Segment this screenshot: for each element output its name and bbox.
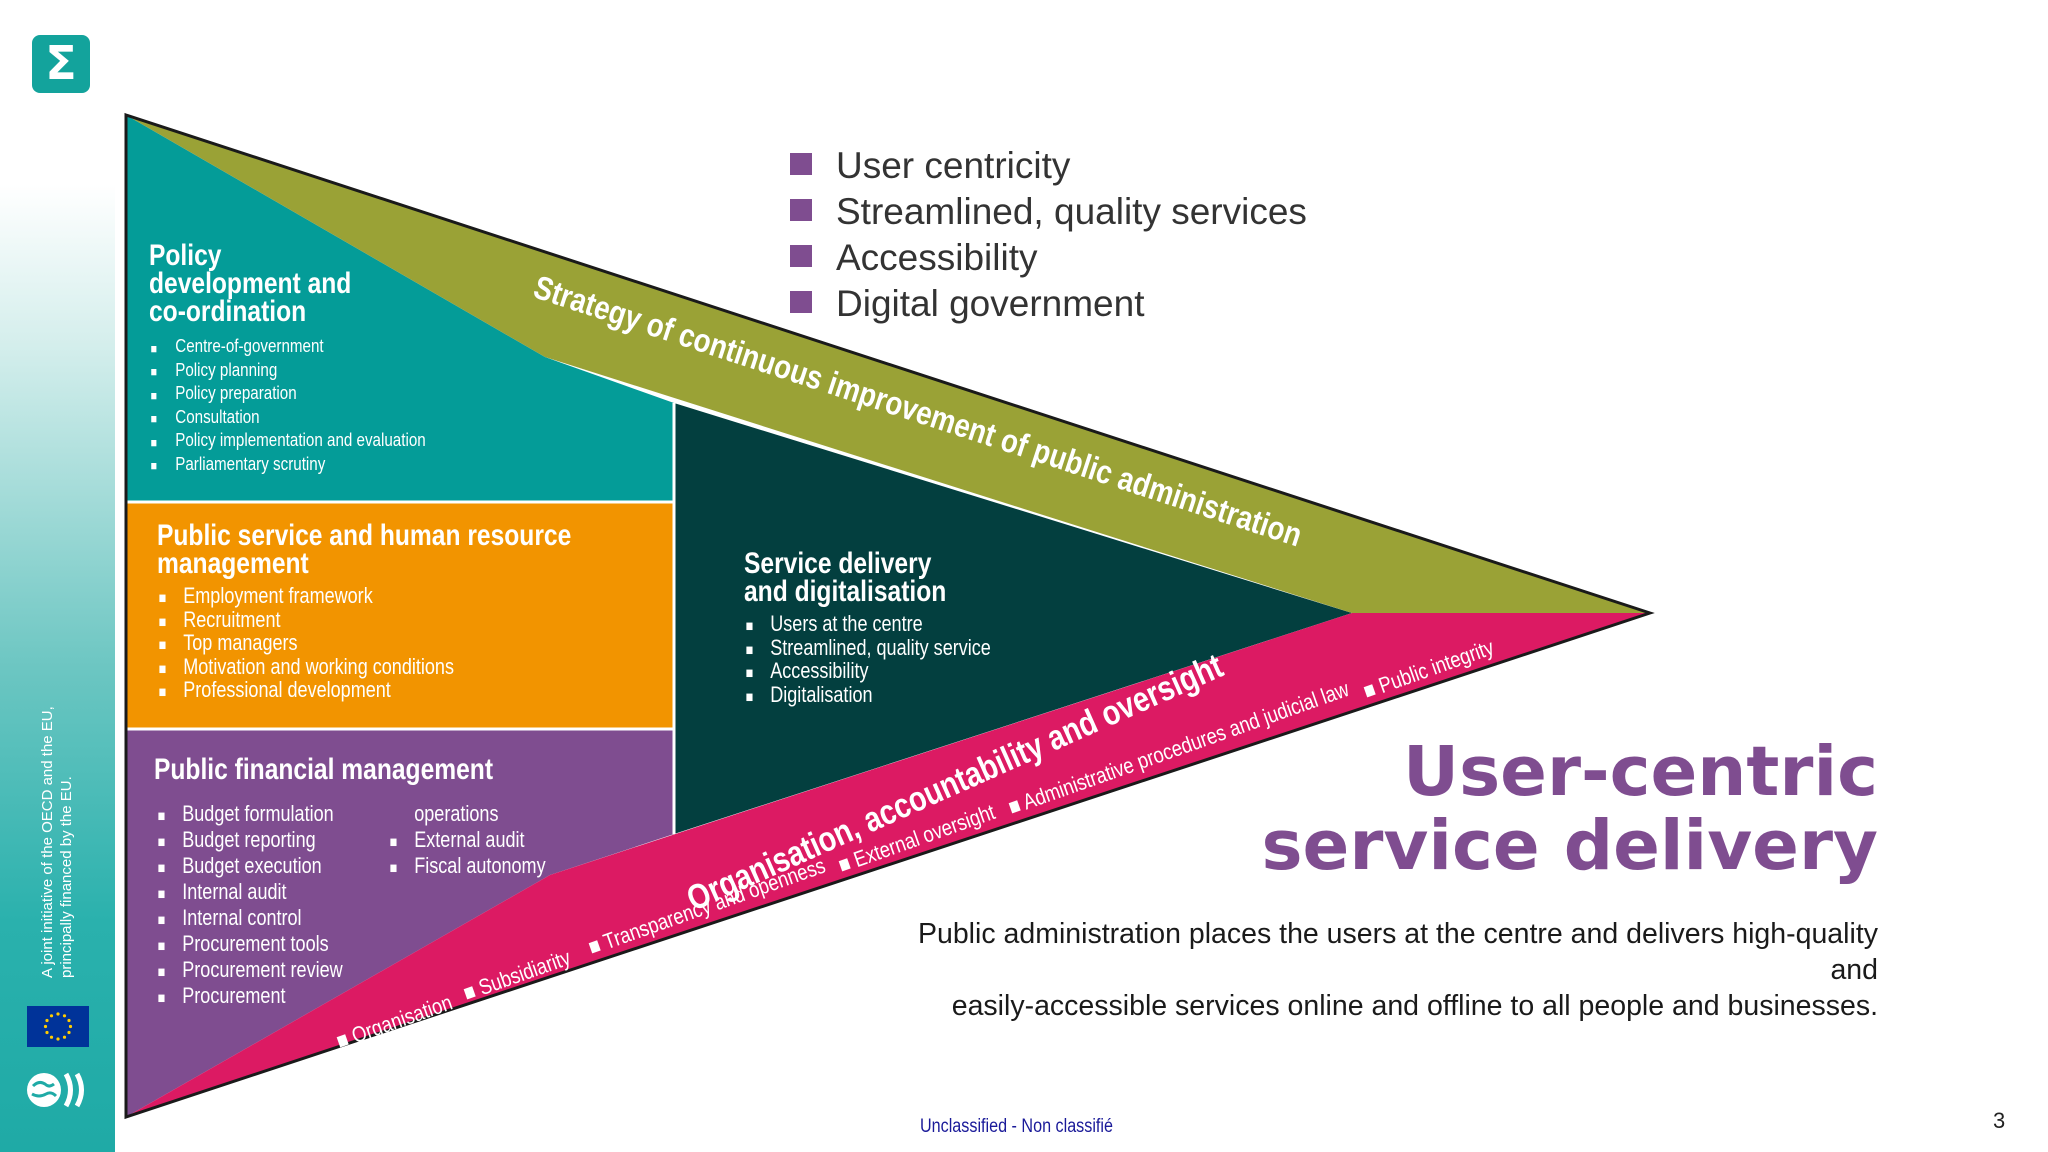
list-item: Budget formulation — [156, 801, 343, 830]
hr-title-line: management — [157, 547, 309, 580]
hr-title: Public service and human resource manage… — [157, 519, 572, 580]
list-item: Policy preparation — [149, 381, 426, 407]
list-item: Policy planning — [149, 358, 426, 384]
pfm-column-2: operations External audit Fiscal autonom… — [388, 801, 546, 882]
service-title: Service delivery and digitalisation — [744, 547, 991, 608]
policy-items: Centre-of-government Policy planning Pol… — [149, 334, 426, 478]
list-item: Policy implementation and evaluation — [149, 428, 426, 454]
page-number: 3 — [1993, 1108, 2006, 1133]
pfm-items-column-1: Budget formulation Budget reporting Budg… — [156, 801, 343, 1012]
policy-title-line: development and — [149, 267, 352, 300]
list-item: Recruitment — [157, 607, 571, 633]
list-item: Users at the centre — [744, 612, 991, 638]
list-item: Motivation and working conditions — [157, 654, 571, 680]
oecd-logo-icon — [27, 1072, 84, 1108]
classification-label: Unclassified - Non classifié — [920, 1116, 1113, 1137]
list-item: External audit — [388, 827, 546, 856]
page-title-line: User-centric — [1403, 732, 1878, 812]
list-item: Digitalisation — [744, 682, 991, 708]
list-item: Procurement — [156, 983, 343, 1012]
pfm-title: Public financial management — [154, 753, 494, 786]
list-item: Internal control — [156, 905, 343, 934]
sidebar: Σ A joint initiative of the OECD and the… — [0, 0, 115, 1152]
policy-title-line: co-ordination — [149, 295, 307, 328]
service-items: Users at the centre Streamlined, quality… — [744, 612, 991, 709]
pfm-items-column-2: External audit Fiscal autonomy — [388, 827, 546, 882]
list-item: Procurement review — [156, 957, 343, 986]
list-item: Top managers — [157, 631, 571, 657]
pfm-section-text: Public financial management Budget formu… — [154, 753, 567, 1013]
list-item: Consultation — [149, 405, 426, 431]
service-title-line: Service delivery — [744, 547, 932, 580]
list-item: Accessibility — [790, 235, 1307, 281]
list-item: Digital government — [790, 281, 1307, 327]
list-item: Budget execution — [156, 853, 343, 882]
page-title: User-centric service delivery — [1261, 735, 1878, 883]
list-item: Accessibility — [744, 659, 991, 685]
hr-section-text: Public service and human resource manage… — [157, 519, 662, 705]
list-item: Internal audit — [156, 879, 343, 908]
list-item: User centricity — [790, 143, 1307, 189]
service-section-text: Service delivery and digitalisation User… — [744, 547, 1045, 709]
list-item: Employment framework — [157, 584, 571, 610]
list-item: Professional development — [157, 678, 571, 704]
eu-flag-icon — [27, 1006, 89, 1047]
sigma-logo: Σ — [32, 35, 90, 93]
description-line: easily-accessible services online and of… — [951, 990, 1878, 1022]
policy-section-text: Policy development and co-ordination Cen… — [149, 239, 486, 478]
list-item: Streamlined, quality service — [744, 635, 991, 661]
key-principles-list: User centricity Streamlined, quality ser… — [790, 143, 1307, 327]
hr-title-line: Public service and human resource — [157, 519, 572, 552]
service-delivery-section — [674, 403, 1352, 834]
list-item: Procurement tools — [156, 931, 343, 960]
list-item: Centre-of-government — [149, 334, 426, 360]
triangle-outline — [124, 112, 1655, 1120]
list-item: Budget reporting — [156, 827, 343, 856]
list-item: Streamlined, quality services — [790, 189, 1307, 235]
list-item: Fiscal autonomy — [388, 853, 546, 882]
service-title-line: and digitalisation — [744, 575, 947, 608]
page-description: Public administration places the users a… — [878, 916, 1878, 1024]
policy-title: Policy development and co-ordination — [149, 239, 426, 328]
pfm-continuation-text: operations — [414, 801, 499, 826]
hr-items: Employment framework Recruitment Top man… — [157, 584, 571, 704]
list-item: Parliamentary scrutiny — [149, 452, 426, 478]
description-line: Public administration places the users a… — [917, 918, 1878, 986]
page-title-line: service delivery — [1261, 806, 1878, 886]
policy-title-line: Policy — [149, 239, 222, 272]
